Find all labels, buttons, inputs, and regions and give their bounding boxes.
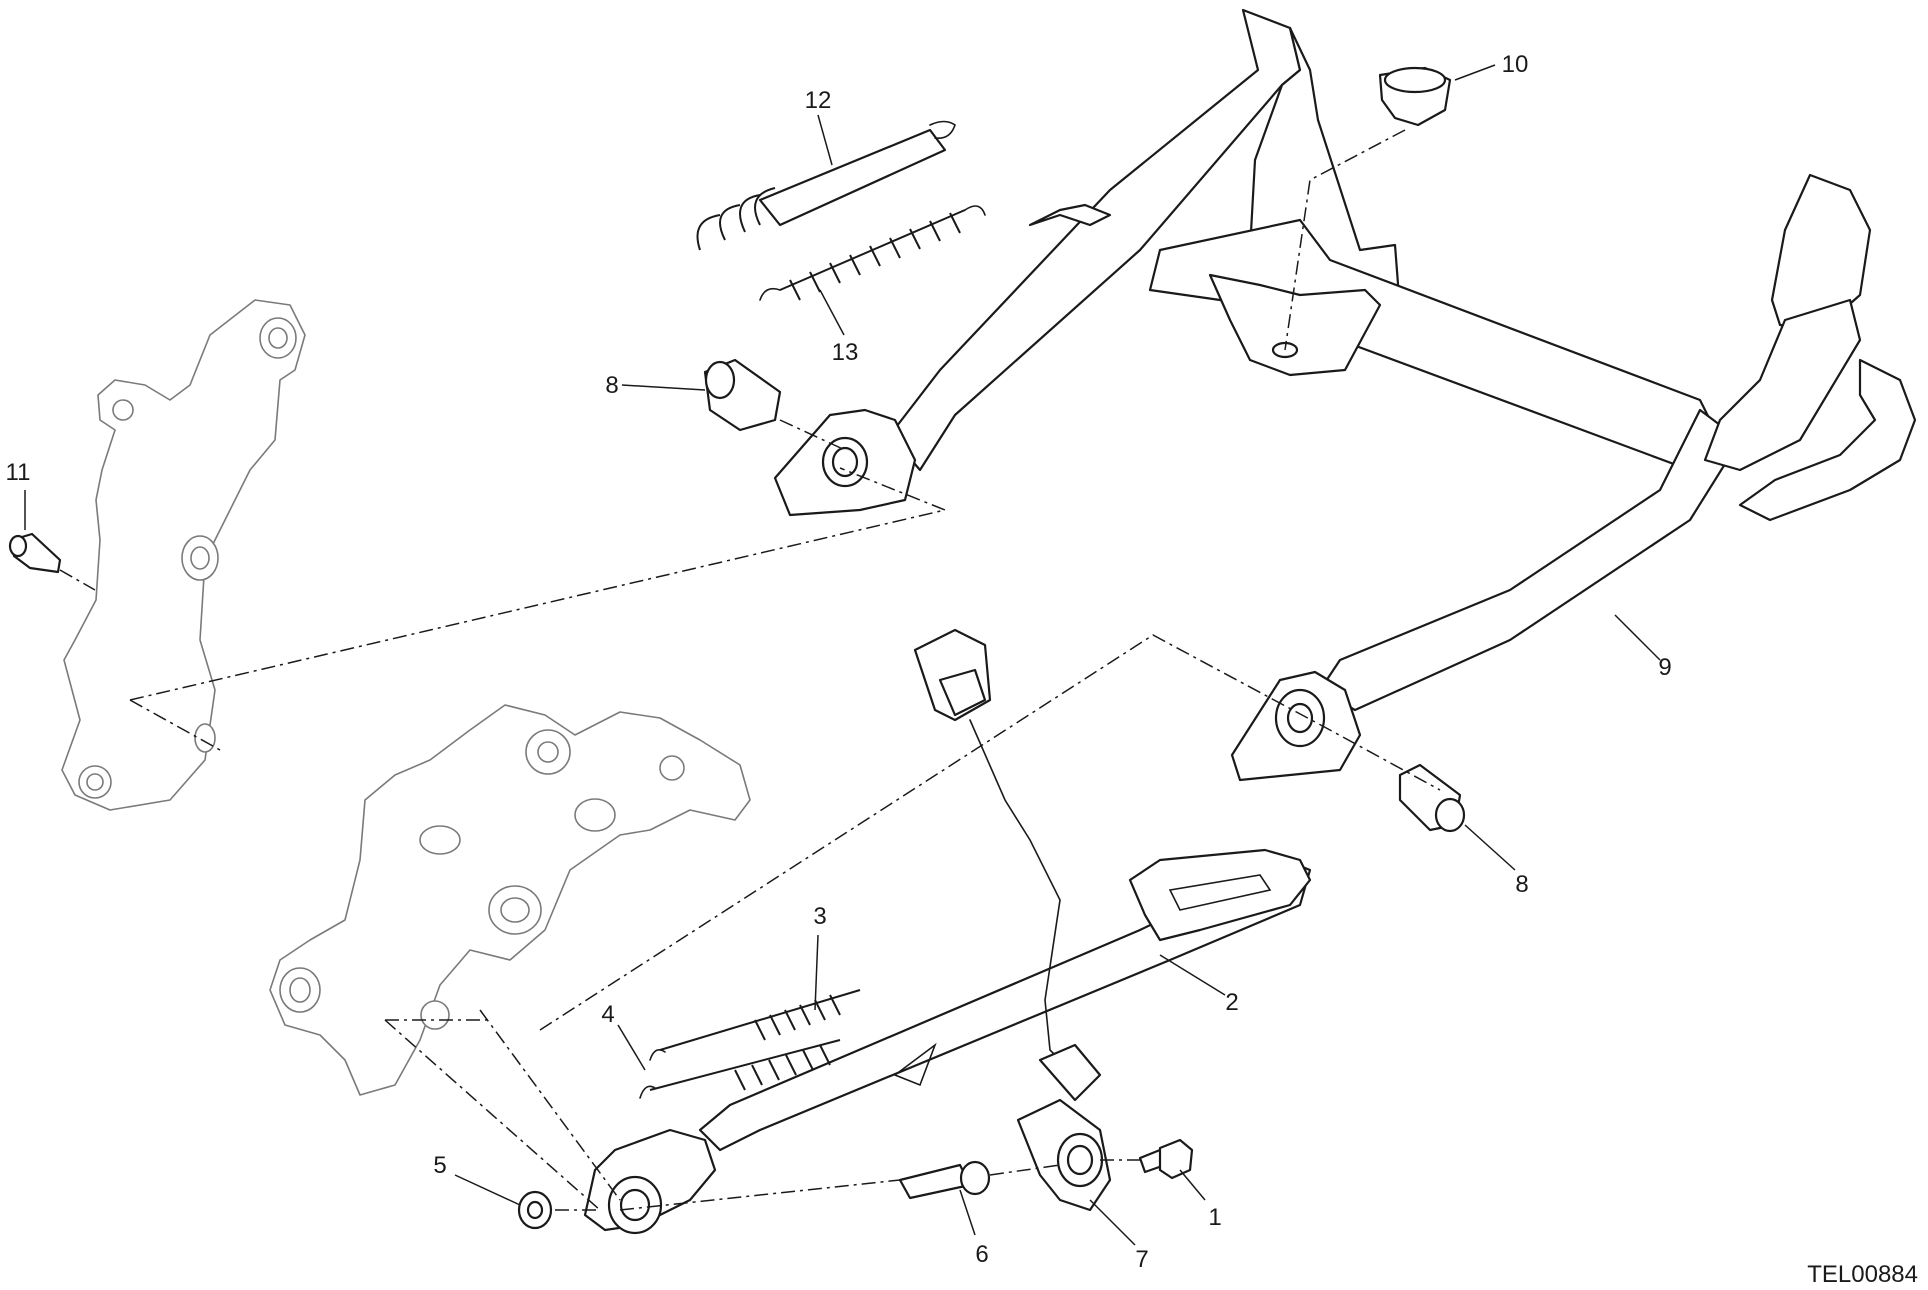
frame-bracket-upper xyxy=(61,299,306,811)
callout-labels: 1 2 3 4 5 6 7 8 8 9 10 11 12 13 xyxy=(6,51,1672,1273)
leader-lines xyxy=(24,64,1661,1246)
callout-2: 2 xyxy=(1225,989,1238,1016)
nut-5 xyxy=(517,1190,553,1230)
callout-13: 13 xyxy=(832,339,859,366)
bushing-8-lower xyxy=(1398,763,1466,833)
callout-4: 4 xyxy=(601,1001,614,1028)
reference-code: TEL00884 xyxy=(1807,1261,1918,1288)
callout-6: 6 xyxy=(975,1241,988,1268)
bushing-8-upper xyxy=(703,358,782,432)
callout-5: 5 xyxy=(433,1152,446,1179)
callout-12: 12 xyxy=(805,87,832,114)
side-stand xyxy=(583,848,1312,1235)
frame-bracket-lower xyxy=(269,704,751,1096)
spring-3 xyxy=(649,989,861,1061)
callout-8-upper: 8 xyxy=(605,372,618,399)
callout-3: 3 xyxy=(813,903,826,930)
assembly-lines xyxy=(59,129,1441,1211)
spring-4 xyxy=(639,1039,841,1099)
spring-12 xyxy=(696,120,956,251)
spring-13 xyxy=(759,205,986,301)
center-stand xyxy=(773,8,1917,782)
callout-1: 1 xyxy=(1208,1204,1221,1231)
callout-9: 9 xyxy=(1658,654,1671,681)
side-stand-sensor xyxy=(913,628,1112,1212)
rubber-stop-10 xyxy=(1378,66,1452,127)
callout-7: 7 xyxy=(1135,1246,1148,1273)
callout-11: 11 xyxy=(6,459,31,486)
callout-8-lower: 8 xyxy=(1515,871,1528,898)
bolt-1 xyxy=(1138,1138,1194,1180)
callout-10: 10 xyxy=(1502,51,1529,78)
pivot-pin-6 xyxy=(898,1160,991,1200)
pin-11 xyxy=(8,532,62,574)
